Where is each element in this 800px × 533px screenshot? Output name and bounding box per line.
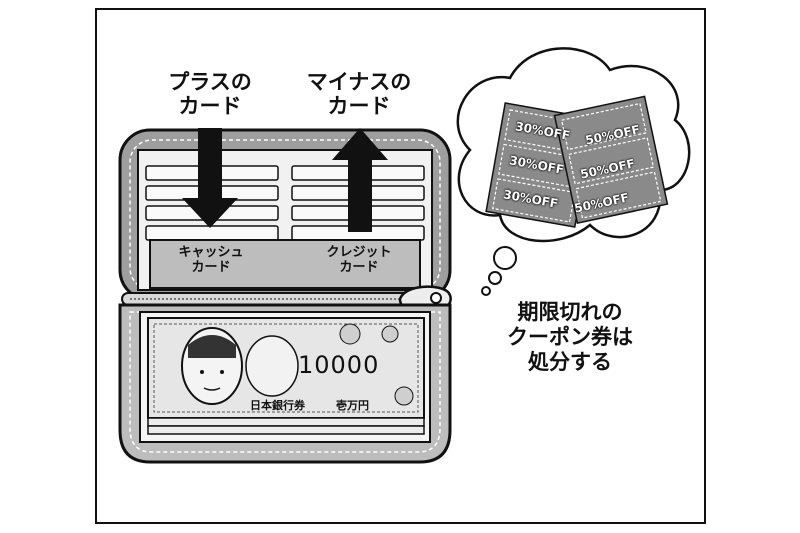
label-plus-card: プラスの カード [168,70,252,119]
banknote-issuer: 日本銀行券 [250,399,305,412]
label-expired-coupons: 期限切れの クーポン券は 処分する [507,300,633,375]
banknote [147,317,425,435]
portrait [181,327,243,405]
banknote-denomination: 10000 [298,351,380,379]
banknote-yen: 壱万円 [336,399,369,412]
down-arrow-icon [182,128,238,228]
label-minus-card: マイナスの カード [306,70,412,119]
up-arrow-icon [332,128,388,232]
label-credit-card: クレジット カード [326,245,392,275]
coupon-sheet-right [553,95,669,225]
label-cash-card: キャッシュ カード [178,245,244,275]
